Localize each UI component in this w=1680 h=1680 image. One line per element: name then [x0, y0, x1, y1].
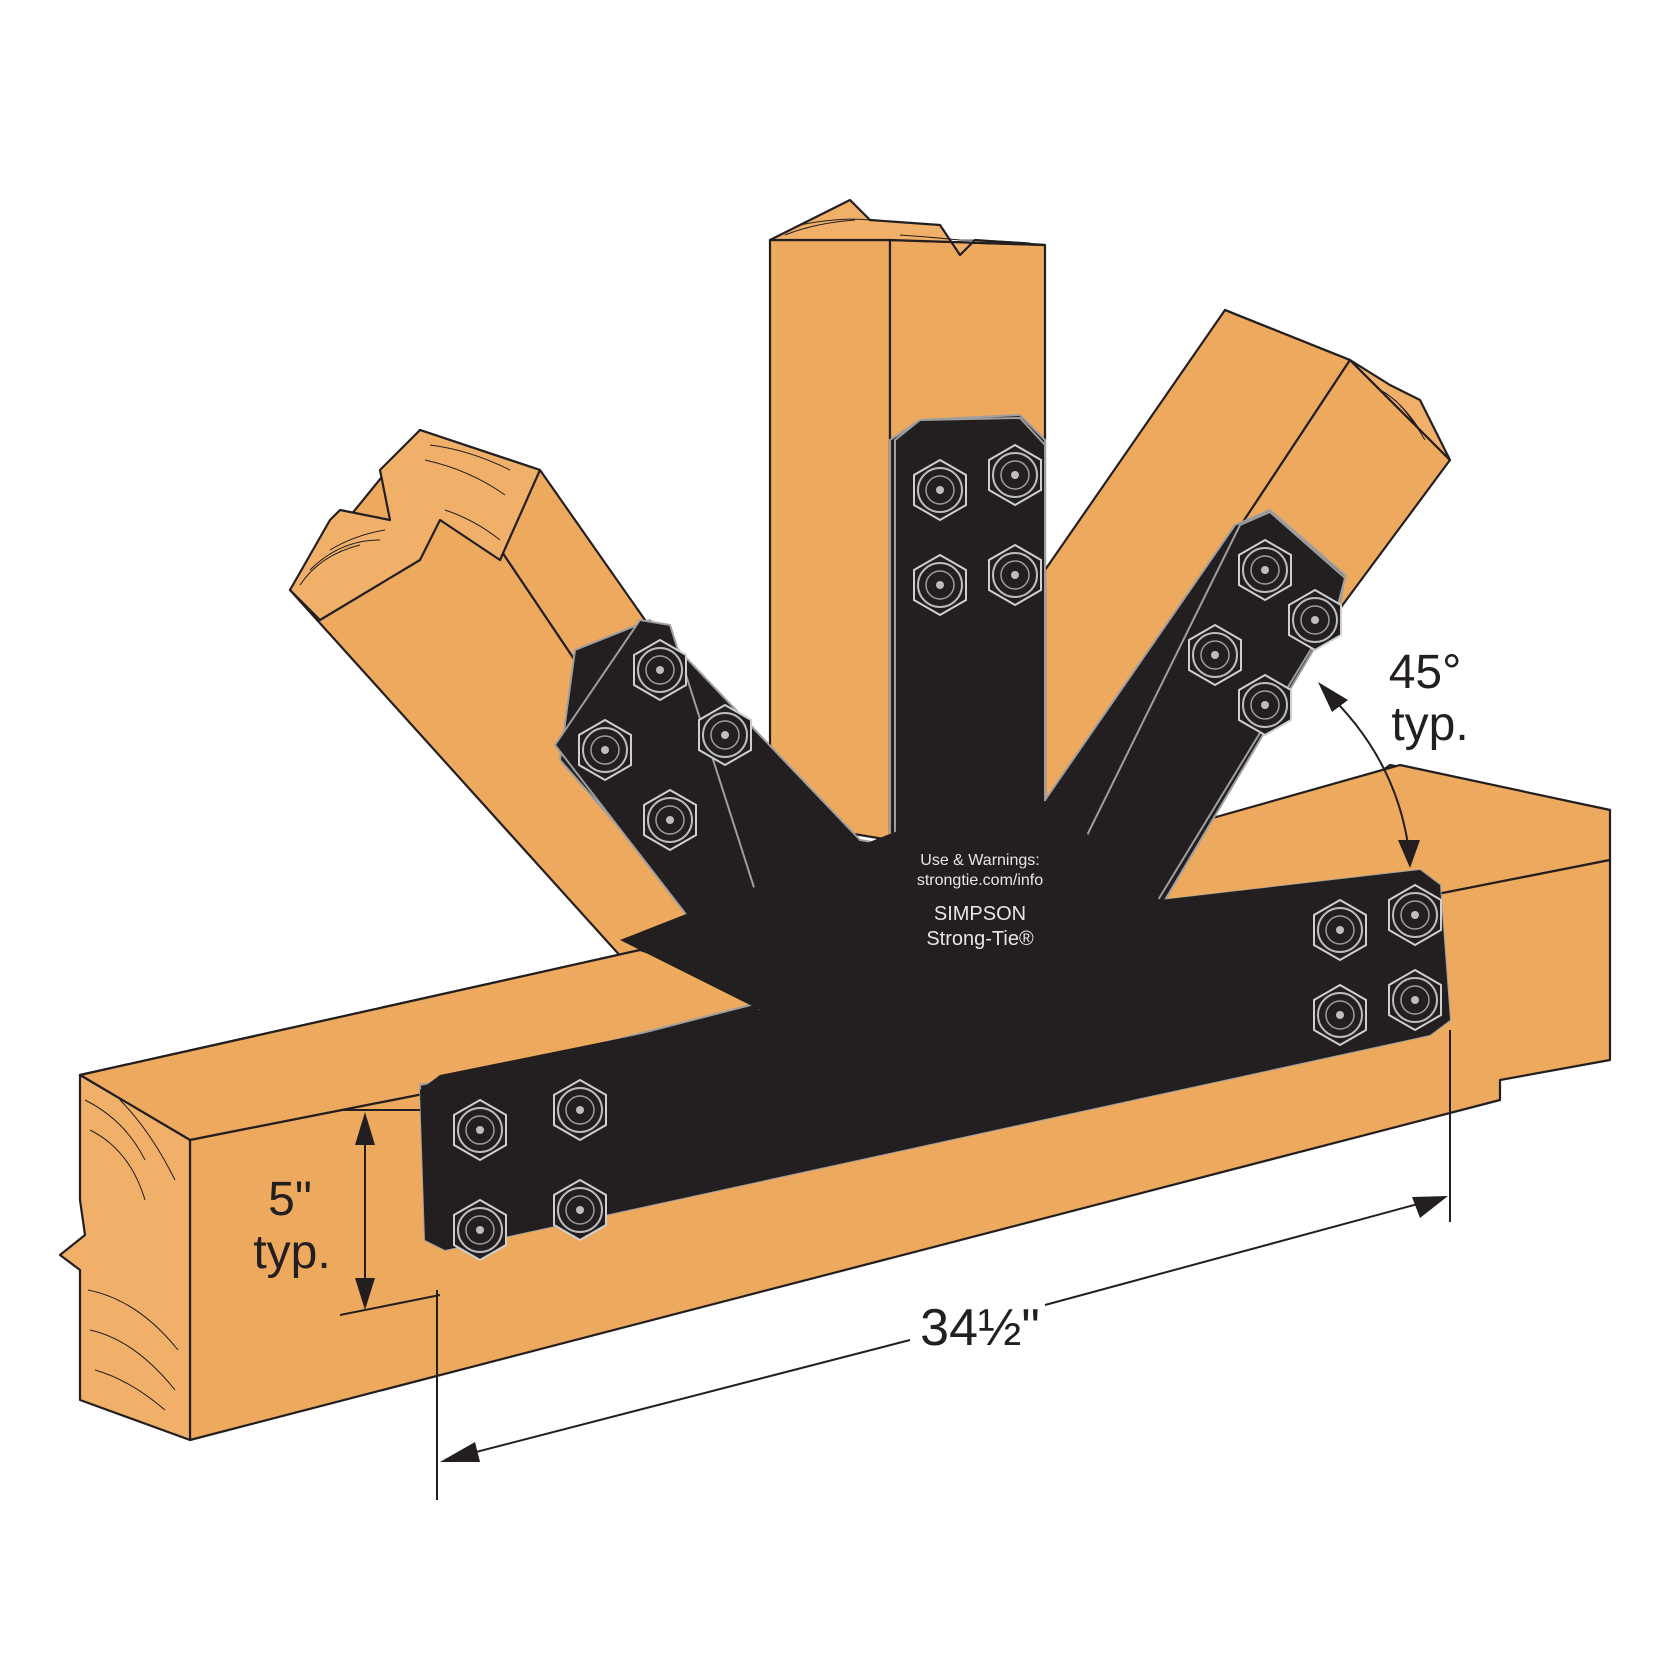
height-extension-bottom: [339, 1294, 441, 1316]
length-dimension-line-right: [1044, 1197, 1441, 1306]
horizontal-grain: [84, 1099, 179, 1411]
dimension-labels: 45° typ. 5" typ. 34½": [253, 646, 1468, 1357]
angle-note: typ.: [1391, 698, 1468, 751]
length-value: 34½": [920, 1299, 1040, 1357]
horizontal-member-end: [58, 1073, 192, 1442]
dimension-arrowhead-icon: [1412, 1196, 1448, 1218]
plate-use-warnings: Use & Warnings:: [920, 852, 1039, 869]
dimension-arrowhead-icon: [355, 1278, 375, 1310]
vertical-member-end: [768, 198, 1047, 257]
plate-connector: [418, 413, 1452, 1252]
plate-hub: [420, 800, 1450, 1250]
dimension-arrowhead-icon: [1398, 840, 1420, 868]
vertical-grain: [784, 218, 1031, 244]
angle-arc: [1321, 687, 1411, 861]
length-dimension-line-left: [444, 1339, 911, 1461]
height-note: typ.: [253, 1226, 330, 1279]
right-diagonal-member-end: [1223, 308, 1452, 462]
vertical-member-front: [768, 238, 892, 842]
plate-brand-simpson: SIMPSON: [934, 903, 1026, 925]
plate-brand-strongtie: Strong-Tie®: [926, 928, 1034, 950]
dimension-annotations: [339, 682, 1451, 1500]
right-diagonal-grain: [1379, 389, 1426, 441]
left-diagonal-member-end: [288, 428, 542, 622]
plate-labels: Use & Warnings: strongtie.com/info SIMPS…: [917, 852, 1043, 950]
height-value: 5": [268, 1173, 312, 1226]
dimension-arrowhead-icon: [355, 1112, 375, 1145]
plate-url: strongtie.com/info: [917, 872, 1043, 889]
dimension-arrowhead-icon: [440, 1442, 480, 1462]
left-diagonal-grain: [299, 444, 511, 586]
angle-value: 45°: [1389, 646, 1462, 699]
dimension-arrowhead-icon: [1318, 682, 1348, 712]
